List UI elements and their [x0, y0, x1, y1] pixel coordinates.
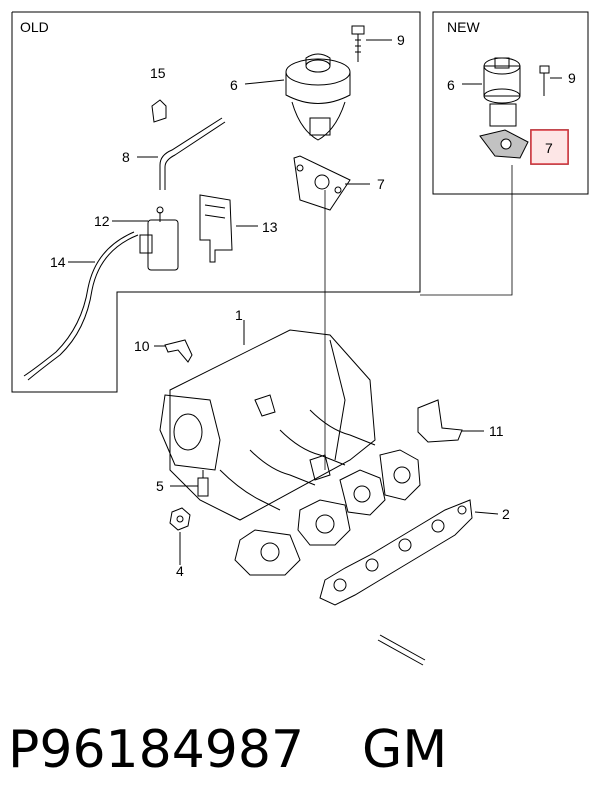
- part-number: P96184987: [8, 720, 305, 780]
- brand-name: GM: [362, 720, 448, 780]
- nut: [169, 507, 191, 531]
- callout-9-new: 9: [568, 70, 576, 86]
- gasket-old: [293, 155, 351, 211]
- manifold-gasket: [319, 499, 473, 606]
- vacuum-pipe: [159, 117, 226, 190]
- sensor: [197, 470, 209, 497]
- callout-11: 11: [489, 423, 504, 439]
- bolt-old: [351, 25, 365, 62]
- callout-6-new: 6: [447, 77, 455, 93]
- callout-12: 12: [94, 213, 110, 229]
- callout-6-old: 6: [230, 77, 238, 93]
- solenoid: [139, 206, 179, 271]
- callout-5: 5: [156, 478, 164, 494]
- callout-10: 10: [134, 338, 150, 354]
- new-box-frame: [432, 11, 589, 195]
- intake-manifold: [159, 329, 421, 576]
- callout-7-new: 7: [545, 140, 553, 156]
- old-box-title: OLD: [20, 19, 49, 35]
- exploded-parts-diagram: OLD NEW 1 2 4 5 6 6 7 7 8 9 9 10 11 12 1…: [11, 11, 589, 666]
- callout-15: 15: [150, 65, 166, 81]
- highlight-fill: [530, 129, 569, 165]
- stud: [377, 634, 426, 666]
- callout-8: 8: [122, 149, 130, 165]
- old-box-frame: [11, 11, 421, 393]
- bracket-11: [417, 399, 463, 443]
- gasket-new: [479, 129, 529, 159]
- callout-4: 4: [176, 563, 184, 579]
- callout-13: 13: [262, 219, 278, 235]
- part-caption: P96184987 GM: [8, 700, 598, 800]
- callout-1: 1: [235, 307, 243, 323]
- callout-9-old: 9: [397, 32, 405, 48]
- vacuum-hose: [23, 231, 139, 381]
- callout-7-old: 7: [377, 176, 385, 192]
- bracket-10: [164, 339, 193, 363]
- egr-valve-old: [285, 53, 351, 141]
- bracket-old: [199, 194, 233, 263]
- new-box-title: NEW: [447, 19, 480, 35]
- callout-2: 2: [502, 506, 510, 522]
- bolt-new: [539, 65, 550, 96]
- egr-valve-new: [483, 57, 521, 127]
- callout-14: 14: [50, 254, 66, 270]
- clip: [151, 99, 167, 123]
